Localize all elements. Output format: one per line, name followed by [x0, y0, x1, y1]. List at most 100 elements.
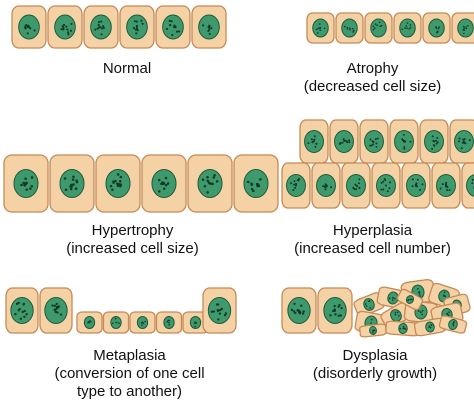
nucleus-granule: [465, 27, 468, 30]
nucleus-granule: [51, 304, 54, 307]
nucleus-granule: [421, 313, 424, 316]
nucleus-granule: [411, 298, 413, 301]
nucleus-granule: [157, 178, 161, 182]
nucleus-granule: [430, 324, 433, 326]
nucleus-granule: [463, 141, 466, 144]
cell: [385, 320, 421, 337]
cell: [371, 162, 401, 209]
nucleus-granule: [404, 140, 407, 143]
cell: [202, 287, 237, 334]
nucleus-granule: [349, 27, 351, 30]
nucleus-granule: [372, 28, 375, 31]
nucleus-granule: [352, 186, 355, 189]
cell: [119, 5, 155, 49]
nucleus-granule: [315, 28, 318, 31]
nucleus-granule: [379, 25, 382, 28]
nucleus-granule: [351, 27, 354, 30]
nucleus-granule: [445, 181, 448, 184]
atrophy-subtitle: (decreased cell size): [303, 78, 442, 95]
nucleus-granule: [380, 188, 383, 191]
nucleus-granule: [458, 137, 461, 140]
nucleus-granule: [114, 179, 117, 183]
nucleus-granule: [111, 188, 114, 192]
normal-cell-row: [11, 5, 227, 49]
nucleus-granule: [333, 304, 336, 308]
nucleus-granule: [100, 33, 103, 36]
nucleus-granule: [409, 24, 412, 26]
cell: [76, 311, 103, 334]
nucleus-granule: [207, 181, 211, 184]
nucleus-granule: [369, 307, 371, 309]
nucleus-granule: [439, 187, 442, 190]
cell: [359, 323, 387, 338]
nucleus-granule: [416, 185, 419, 188]
nucleus-granule: [246, 180, 250, 184]
nucleus-granule: [388, 181, 391, 184]
nucleus-granule: [21, 310, 24, 314]
cell: [299, 119, 329, 164]
nucleus-granule: [213, 174, 216, 177]
nucleus-granule: [462, 29, 465, 31]
nucleus-granule: [324, 185, 327, 188]
nucleus-granule: [384, 179, 387, 182]
nucleus-granule: [207, 29, 210, 33]
cell: [317, 287, 353, 334]
nucleus-granule: [118, 322, 120, 325]
nucleus-granule: [374, 138, 377, 141]
nucleus-granule: [63, 177, 67, 180]
normal-label: Normal: [72, 60, 182, 78]
nucleus-granule: [441, 183, 444, 186]
nucleus-granule: [409, 26, 412, 29]
nucleus-granule: [343, 25, 346, 28]
nucleus-granule: [206, 191, 209, 194]
nucleus-granule: [195, 321, 198, 324]
nucleus-granule: [401, 28, 404, 31]
cell: [335, 12, 364, 44]
nucleus-granule: [313, 135, 316, 138]
nucleus-granule: [432, 144, 435, 147]
nucleus-granule: [177, 30, 181, 33]
nucleus-granule: [417, 288, 419, 290]
nucleus-granule: [329, 314, 332, 317]
nucleus-granule: [164, 176, 168, 180]
nucleus-granule: [56, 311, 59, 314]
nucleus-granule: [168, 321, 170, 324]
metaplasia-label: Metaplasia (conversion of one cell type …: [22, 347, 237, 401]
cell: [3, 154, 49, 213]
hypertrophy-title: Hypertrophy: [91, 222, 174, 239]
nucleus-granule: [296, 309, 299, 312]
nucleus-granule: [388, 187, 391, 190]
nucleus-granule: [446, 189, 449, 192]
nucleus-granule: [295, 184, 298, 187]
nucleus-granule: [55, 302, 58, 306]
nucleus-granule: [382, 180, 385, 183]
nucleus-granule: [293, 183, 296, 186]
nucleus-granule: [355, 184, 358, 187]
nucleus-granule: [100, 20, 103, 23]
cell: [393, 12, 422, 44]
nucleus-granule: [394, 313, 397, 316]
nucleus-granule: [168, 323, 170, 326]
nucleus-granule: [375, 145, 378, 148]
nucleus-granule: [373, 329, 376, 332]
nucleus-granule: [452, 322, 455, 325]
nucleus-granule: [65, 25, 68, 28]
nucleus: [363, 298, 375, 311]
nucleus-granule: [406, 22, 409, 24]
nucleus-granule: [118, 180, 122, 183]
nucleus-granule: [142, 322, 145, 325]
nucleus-granule: [323, 27, 326, 30]
cell: [306, 12, 335, 44]
nucleus-granule: [169, 23, 172, 27]
nucleus-granule: [75, 180, 79, 184]
nucleus-granule: [319, 27, 321, 30]
nucleus-granule: [445, 185, 448, 188]
nucleus-granule: [171, 33, 174, 37]
nucleus-granule: [467, 24, 469, 27]
nucleus-granule: [97, 20, 101, 24]
nucleus-granule: [203, 184, 207, 188]
nucleus-granule: [402, 133, 405, 136]
nucleus-granule: [74, 187, 78, 190]
nucleus-granule: [56, 307, 59, 310]
nucleus-granule: [210, 27, 213, 30]
